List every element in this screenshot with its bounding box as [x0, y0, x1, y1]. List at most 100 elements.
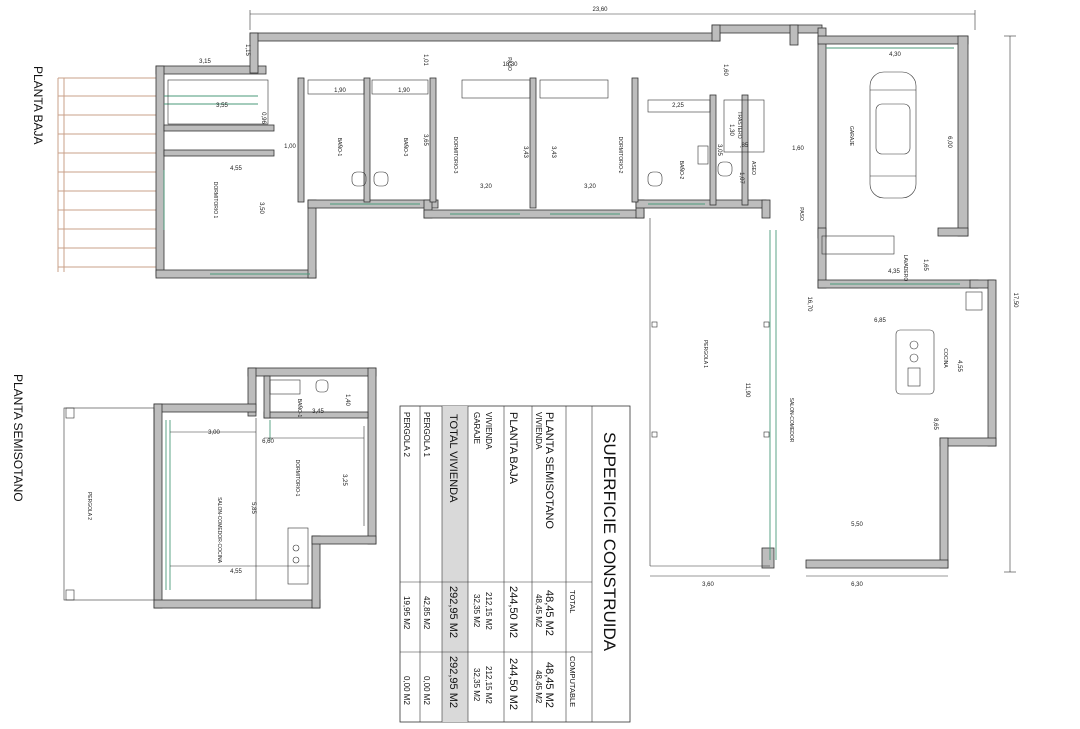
room-pergola-1: PERGOLA 1 — [702, 340, 708, 368]
row-total-pergola-1: 42,85 M2 — [422, 596, 431, 630]
room-dormitorio-1: DORMITORIO 1 — [212, 182, 218, 219]
dim-320a: 3,20 — [480, 184, 492, 190]
dim-pergola-width: 3,15 — [199, 59, 211, 65]
dim-115: 1,15 — [244, 44, 250, 56]
dim-160b: 1,60 — [792, 146, 804, 152]
row-comp-pergola-1: 0,00 M2 — [422, 676, 431, 705]
ground-floor-dimensions: 18,30 3,15 1,15 3,55 0,96 1,00 4,55 3,50… — [199, 44, 962, 588]
room-b-salon: SALON-COMEDOR-COCINA — [216, 497, 222, 564]
label-paso-top: PASO — [506, 57, 512, 71]
row-total-planta-baja: 244,50 M2 — [507, 586, 519, 638]
table-col-computable: COMPUTABLE — [568, 656, 577, 707]
dim-455: 4,55 — [230, 166, 242, 172]
room-dormitorio-2: DORMITORIO-2 — [617, 137, 623, 174]
room-dormitorio-3: DORMITORIO-3 — [452, 137, 458, 174]
ground-floor-rooms: DORMITORIO 1 BAÑO-1 BAÑO-3 DORMITORIO-3 … — [212, 57, 948, 443]
dim-343b: 3,43 — [550, 146, 556, 158]
dim-b-300: 3,00 — [208, 430, 220, 436]
room-aseo: ASEO — [750, 161, 756, 175]
dim-320b: 3,20 — [584, 184, 596, 190]
dim-b-345: 3,45 — [312, 409, 324, 415]
dim-b-660: 6,60 — [262, 439, 274, 445]
row-total-vivienda-2: 212,15 M2 — [484, 592, 493, 630]
dim-130: 1,30 — [728, 124, 734, 136]
row-label-pergola-1: PERGOLA 1 — [422, 412, 431, 457]
dim-225: 2,25 — [672, 103, 684, 109]
windows — [163, 47, 960, 560]
row-total-planta-semisotano: 48,45 M2 — [543, 590, 555, 636]
room-b-dormitorio-1: DORMITORIO-1 — [294, 460, 300, 497]
dim-865: 8,65 — [932, 418, 938, 430]
row-comp-vivienda-2: 212,15 M2 — [484, 666, 493, 704]
room-garaje: GARAJE — [848, 126, 854, 147]
row-comp-planta-baja: 244,50 M2 — [507, 658, 519, 710]
dim-355: 3,55 — [216, 103, 228, 109]
dim-096: 0,96 — [260, 112, 266, 124]
table-title: SUPERFICIE CONSTRUIDA — [600, 432, 619, 652]
dim-455b: 4,55 — [956, 360, 962, 372]
dim-360: 3,60 — [702, 582, 714, 588]
row-total-total-vivienda: 292,95 M2 — [447, 586, 459, 638]
dim-630: 6,30 — [851, 582, 863, 588]
dim-1670: 16,70 — [806, 296, 812, 312]
row-label-total-vivienda: TOTAL VIVIENDA — [447, 414, 459, 503]
dim-305: 3,05 — [716, 144, 722, 156]
dim-b-325: 3,25 — [341, 474, 347, 486]
label-paso-side: PASO — [798, 207, 804, 221]
dim-top-inner: 18,30 — [502, 62, 518, 68]
dim-600: 6,00 — [946, 136, 952, 148]
surface-table: SUPERFICIE CONSTRUIDA TOTAL COMPUTABLE P… — [399, 405, 631, 723]
dim-101: 1,01 — [422, 54, 428, 66]
dim-b-140: 1,40 — [344, 394, 350, 406]
row-total-garaje: 32,35 M2 — [472, 594, 481, 628]
dim-430: 4,30 — [889, 52, 901, 58]
room-cocina: COCINA — [942, 348, 948, 368]
room-bano-2: BAÑO-2 — [678, 161, 685, 180]
dim-685: 6,85 — [874, 318, 886, 324]
pergola-west — [57, 77, 158, 272]
dim-100: 1,00 — [284, 144, 296, 150]
row-comp-pergola-2: 0,00 M2 — [402, 676, 411, 705]
row-label-pergola-2: PERGOLA 2 — [402, 412, 411, 457]
dim-435: 4,35 — [888, 269, 900, 275]
dim-550: 5,50 — [851, 522, 863, 528]
row-comp-vivienda-1: 48,45 M2 — [534, 670, 543, 704]
dim-b-455: 4,55 — [230, 569, 242, 575]
room-trastero: TRASTERO — [736, 111, 742, 138]
dim-365: 3,65 — [422, 134, 428, 146]
room-salon-comedor: SALON-COMEDOR — [788, 398, 794, 443]
dim-085: ,85 — [740, 143, 749, 149]
row-label-garaje: GARAJE — [472, 412, 481, 444]
dim-160: 1,60 — [722, 64, 728, 76]
interior-details — [167, 79, 983, 567]
basement-rooms: PERGOLA 2 BAÑO-1 DORMITORIO-1 SALON-COME… — [86, 399, 303, 564]
basement-dimensions: 3,00 6,60 3,45 1,40 3,25 5,85 4,55 — [208, 394, 350, 575]
overall-dimensions: 23,60 17,50 — [249, 7, 1018, 573]
dim-343a: 3,43 — [522, 146, 528, 158]
dim-1190: 11,90 — [744, 383, 750, 398]
table-col-total: TOTAL — [568, 590, 577, 613]
row-total-pergola-2: 19,95 M2 — [402, 596, 411, 630]
row-comp-total-vivienda: 292,95 M2 — [447, 656, 459, 708]
dim-107: 1,07 — [738, 172, 744, 184]
row-total-vivienda-1: 48,45 M2 — [534, 594, 543, 628]
planta-baja-title: PLANTA BAJA — [31, 66, 45, 144]
planta-semisotano-title: PLANTA SEMISOTANO — [11, 374, 25, 502]
row-label-planta-baja: PLANTA BAJA — [507, 412, 519, 485]
dim-350: 3,50 — [258, 202, 264, 214]
dim-165: 1,65 — [922, 259, 928, 271]
dim-b-585: 5,85 — [250, 502, 256, 514]
basement-walls — [153, 367, 377, 609]
room-lavadero: LAVADERO — [902, 255, 908, 282]
row-comp-garaje: 32,35 M2 — [472, 668, 481, 702]
room-bano-1: BAÑO-1 — [336, 138, 343, 157]
room-b-bano-1: BAÑO-1 — [296, 399, 303, 418]
dim-190b: 1,90 — [398, 88, 410, 94]
basement-details — [63, 379, 365, 601]
dim-overall-width: 23,60 — [592, 7, 608, 13]
row-label-vivienda-1: VIVIENDA — [534, 412, 543, 450]
dim-overall-height: 17,50 — [1012, 292, 1018, 308]
room-pergola-2: PERGOLA 2 — [86, 492, 92, 520]
car-icon — [869, 71, 917, 199]
